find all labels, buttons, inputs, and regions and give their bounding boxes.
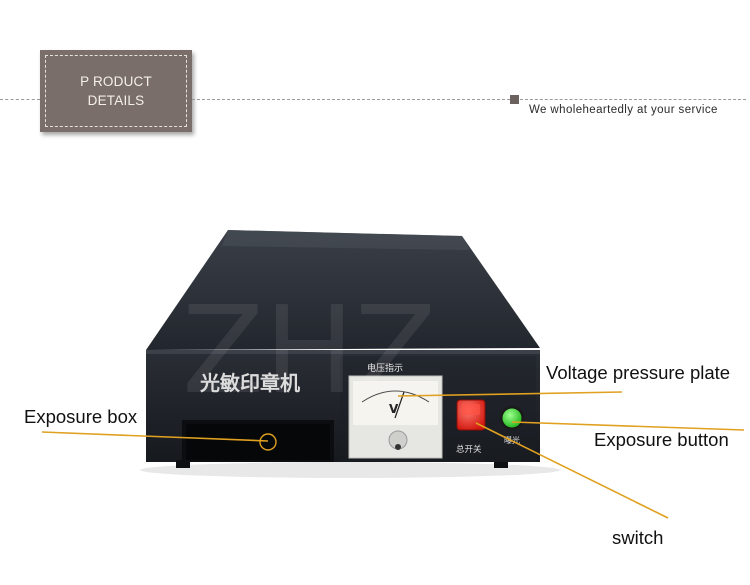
exposure-slot-inner (186, 424, 330, 460)
header-divider-right (520, 99, 746, 100)
product-details-badge: P RODUCT DETAILS (40, 50, 192, 132)
leader-exposure-box-marker (259, 433, 277, 451)
badge-line-1: P RODUCT (80, 74, 152, 89)
leader-voltage (397, 391, 623, 397)
case-top-highlight (222, 230, 470, 250)
callout-switch: switch (612, 527, 664, 548)
leader-exposure-box (41, 431, 269, 442)
header-divider-left (0, 99, 40, 100)
voltmeter-scale (361, 390, 430, 403)
foot-left (176, 460, 190, 468)
exposure-button (502, 408, 522, 428)
meter-title: 电压指示 (367, 362, 403, 374)
badge-line-2: DETAILS (87, 93, 145, 108)
callout-voltage-pressure-plate: Voltage pressure plate (546, 362, 731, 383)
callout-exposure-button: Exposure button (594, 429, 729, 450)
case-front-edge (146, 350, 540, 354)
switch-caption: 总开关 (456, 444, 482, 455)
machine-front-label: 光敏印章机 (199, 371, 300, 395)
watermark-text: ZHZ (182, 282, 437, 421)
case-top (146, 230, 540, 350)
power-switch-rocker (462, 404, 480, 415)
foot-right (494, 460, 508, 468)
leader-exposure-button (511, 421, 745, 431)
header-divider-middle (192, 99, 510, 100)
leader-switch (475, 422, 669, 519)
meter-unit: V (389, 402, 399, 416)
machine-shadow (140, 462, 560, 478)
badge-frame: P RODUCT DETAILS (45, 55, 187, 127)
divider-square-marker (510, 95, 519, 104)
service-tagline: We wholeheartedly at your service (529, 104, 718, 116)
callout-exposure-box: Exposure box (24, 406, 138, 427)
voltmeter-knob-center (395, 444, 401, 450)
